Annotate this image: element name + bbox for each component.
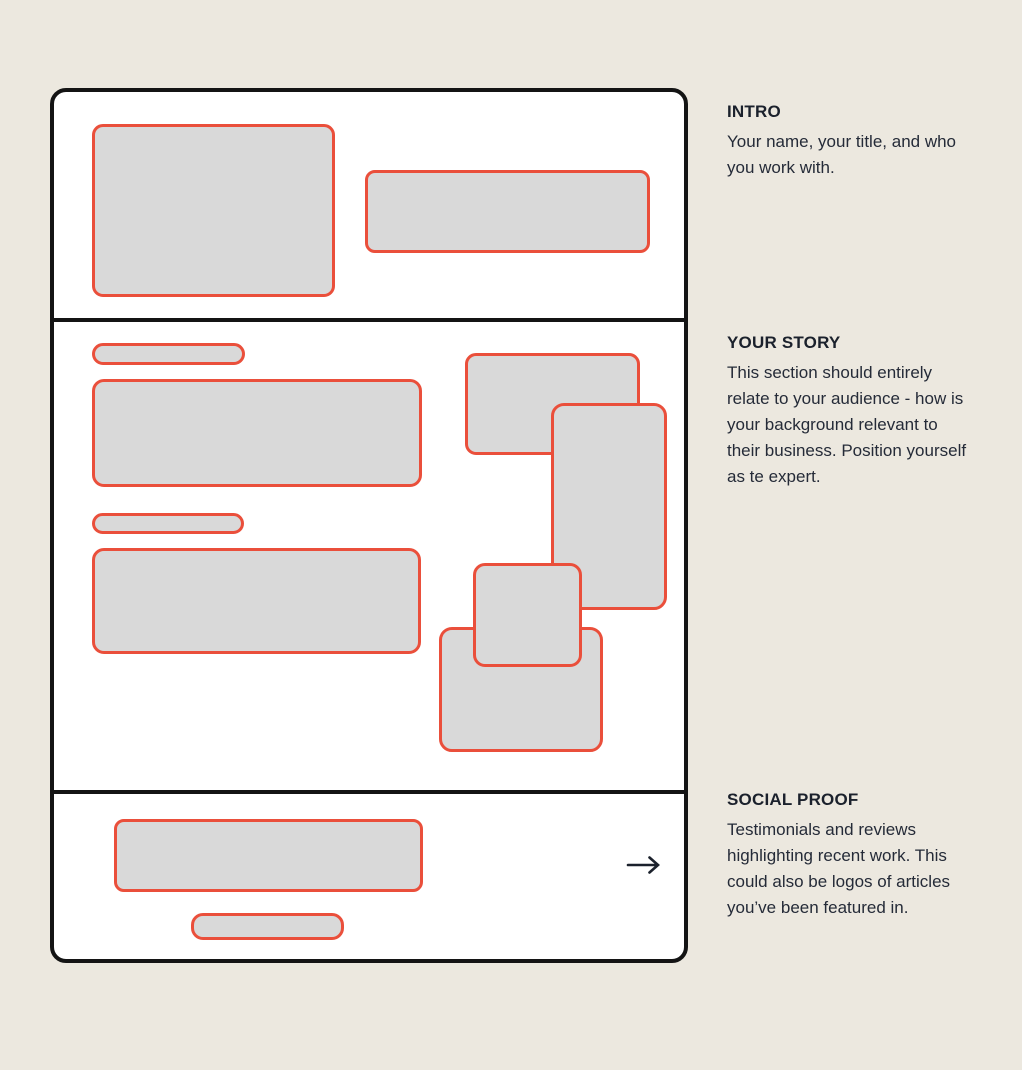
testimonial-label-placeholder: [191, 913, 344, 940]
media-kit-wireframe-card: [50, 88, 688, 963]
next-arrow-icon[interactable]: [626, 854, 662, 876]
annotation-intro-body: Your name, your title, and who you work …: [727, 132, 957, 177]
annotation-your-story-body: This section should entirely relate to y…: [727, 363, 967, 486]
annotation-social-proof: SOCIAL PROOF Testimonials and reviews hi…: [727, 789, 967, 921]
section-divider-intro-story: [53, 318, 685, 322]
intro-photo-placeholder: [92, 124, 335, 297]
annotation-social-proof-heading: SOCIAL PROOF: [727, 790, 859, 809]
story-text-placeholder-2: [92, 548, 421, 654]
story-label-placeholder-1: [92, 343, 245, 365]
section-divider-story-proof: [53, 790, 685, 794]
annotation-your-story: YOUR STORY This section should entirely …: [727, 332, 967, 490]
testimonial-placeholder: [114, 819, 423, 892]
story-image-placeholder-small: [473, 563, 582, 667]
annotation-social-proof-body: Testimonials and reviews highlighting re…: [727, 820, 951, 917]
annotation-intro: INTRO Your name, your title, and who you…: [727, 101, 967, 181]
annotation-intro-heading: INTRO: [727, 102, 781, 121]
story-label-placeholder-2: [92, 513, 244, 534]
annotation-your-story-heading: YOUR STORY: [727, 333, 841, 352]
intro-text-placeholder: [365, 170, 650, 253]
story-text-placeholder-1: [92, 379, 422, 487]
